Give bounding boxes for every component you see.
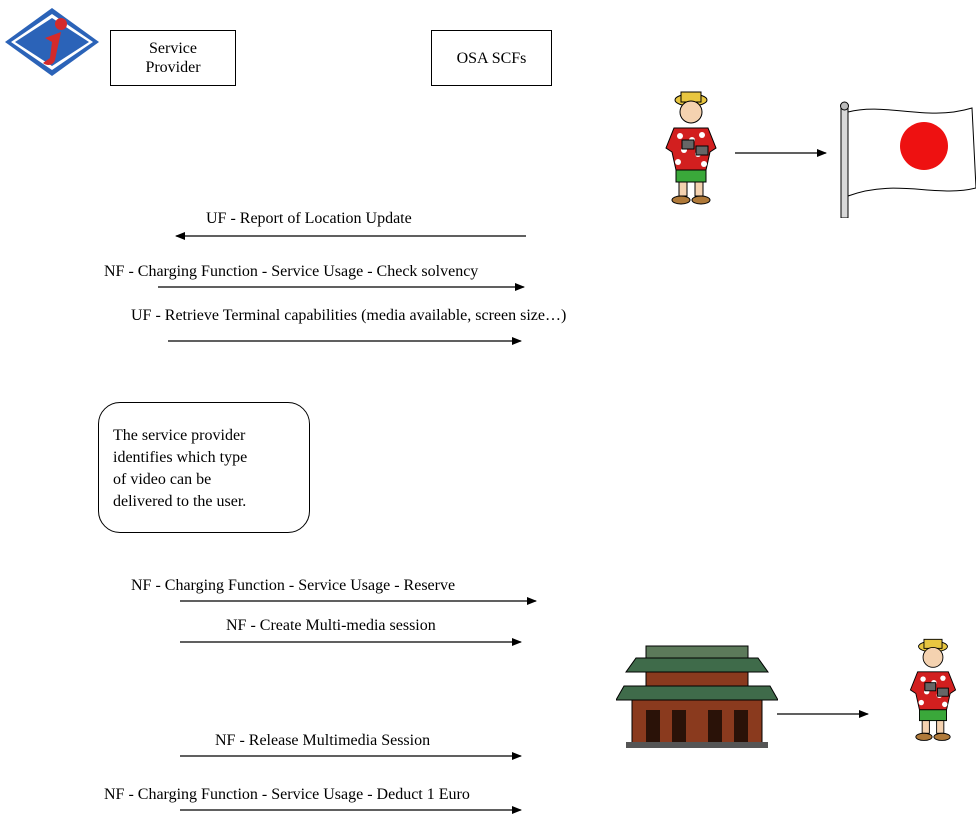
msg-label-location-update: UF - Report of Location Update (206, 210, 412, 227)
note-line-3: of video can be (113, 471, 212, 488)
tourist-icon (665, 91, 717, 205)
msg-label-deduct: NF - Charging Function - Service Usage -… (104, 786, 470, 803)
service-provider-line1: Service (149, 40, 197, 57)
note-line-1: The service provider (113, 427, 246, 444)
service-provider-box: Service Provider (110, 30, 236, 86)
msg-label-terminal-capabilities: UF - Retrieve Terminal capabilities (med… (131, 307, 567, 324)
msg-label-create-session: NF - Create Multi-media session (226, 617, 436, 634)
service-provider-line2: Provider (145, 59, 201, 76)
japan-flag-icon (840, 101, 976, 218)
msg-label-reserve: NF - Charging Function - Service Usage -… (131, 577, 456, 594)
logo-icon (5, 8, 99, 76)
note-line-2: identifies which type (113, 449, 248, 466)
service-provider-note: The service provider identifies which ty… (98, 402, 310, 533)
note-line-4: delivered to the user. (113, 493, 247, 510)
msg-label-check-solvency: NF - Charging Function - Service Usage -… (104, 263, 479, 280)
osa-scfs-box: OSA SCFs (431, 30, 552, 86)
osa-scfs-label: OSA SCFs (456, 49, 527, 67)
tourist-bottom-icon (909, 638, 957, 741)
temple-icon (616, 645, 778, 748)
msg-label-release-session: NF - Release Multimedia Session (215, 732, 431, 749)
